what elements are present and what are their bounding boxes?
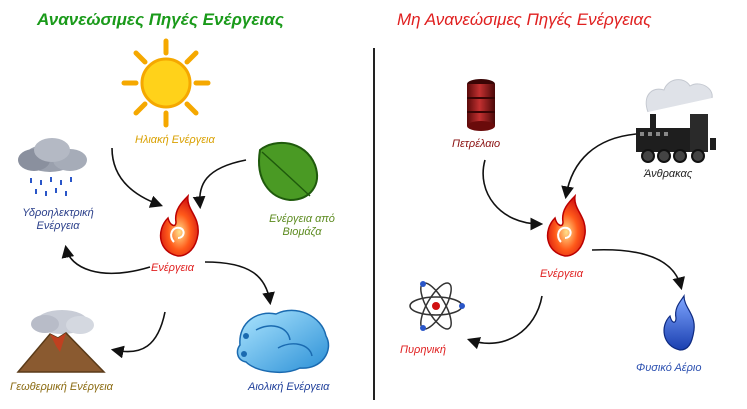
leaf-icon <box>258 142 318 202</box>
gas-flame-icon <box>663 294 695 351</box>
rain-cloud-icon <box>18 138 87 196</box>
label-natural-gas: Φυσικό Αέριο <box>636 362 702 374</box>
atom-icon <box>409 281 465 331</box>
label-oil: Πετρέλαιο <box>452 138 501 150</box>
oil-barrel-icon <box>467 79 495 131</box>
volcano-icon <box>16 310 106 373</box>
steam-train-icon <box>636 79 716 163</box>
label-coal: Άνθρακας <box>644 168 693 180</box>
sun-icon <box>121 38 211 128</box>
flame-icon-right <box>546 193 586 257</box>
label-energy-renewable: Ενέργεια <box>151 262 195 274</box>
label-energy-non-renewable: Ενέργεια <box>540 268 584 280</box>
wind-icon <box>236 309 330 374</box>
label-geothermal: Γεωθερμική Ενέργεια <box>10 381 113 393</box>
label-nuclear: Πυρηνική <box>400 344 446 356</box>
non-renewable-title: Μη Ανανεώσιμες Πηγές Ενέργειας <box>397 10 652 29</box>
flow-arrows <box>61 133 685 359</box>
label-solar: Ηλιακή Ενέργεια <box>135 134 215 146</box>
flame-icon <box>159 193 199 257</box>
renewable-title: Ανανεώσιμες Πηγές Ενέργειας <box>37 10 284 29</box>
label-wind: Αιολική Ενέργεια <box>248 381 330 393</box>
